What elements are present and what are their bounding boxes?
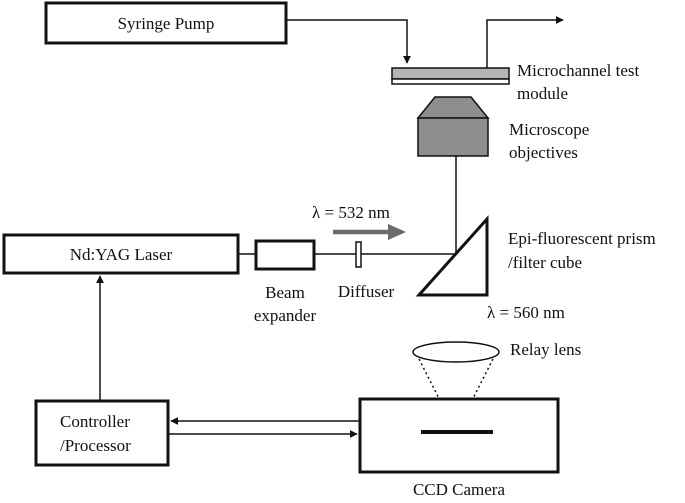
excitation-wavelength-label: λ = 532 nm (312, 203, 390, 222)
syringe-pump-label: Syringe Pump (118, 14, 215, 33)
microscope-label-line2: objectives (509, 143, 578, 162)
beam-expander-label-line2: expander (254, 306, 317, 325)
excitation-direction-arrow-head (388, 224, 406, 240)
microchannel-module: Microchannel test module (391, 61, 640, 103)
beam-expander: Beam expander (254, 239, 317, 325)
light-cone-left (418, 358, 457, 433)
laser-label: Nd:YAG Laser (70, 245, 173, 264)
emission-wavelength-label: λ = 560 nm (487, 303, 565, 322)
controller-label-line1: Controller (60, 412, 130, 431)
relay-lens: Relay lens (412, 340, 581, 363)
laser-block: Nd:YAG Laser (2, 233, 240, 275)
pump-to-module-flow-arrow (286, 19, 411, 64)
prism-filter-cube: Epi-fluorescent prism /filter cube (415, 215, 656, 297)
microchannel-label-line2: module (517, 84, 568, 103)
controller-label-line2: /Processor (60, 436, 131, 455)
controller-block: Controller /Processor (34, 399, 170, 467)
prism-label-line1: Epi-fluorescent prism (508, 229, 656, 248)
prism-label-line2: /filter cube (508, 253, 582, 272)
beam-expander-label-line1: Beam (265, 283, 305, 302)
diffuser: Diffuser (338, 241, 395, 301)
microscope-objective: Microscope objectives (416, 96, 589, 162)
ccd-camera: CCD Camera (358, 397, 560, 499)
diffuser-label: Diffuser (338, 282, 395, 301)
relay-lens-label: Relay lens (510, 340, 581, 359)
microscope-label-line1: Microscope (509, 120, 589, 139)
ccd-camera-label: CCD Camera (413, 480, 506, 499)
light-cone-right (455, 358, 494, 433)
module-outlet-flow-arrow (486, 16, 564, 68)
microchannel-label-line1: Microchannel test (517, 61, 640, 80)
syringe-pump-block: Syringe Pump (44, 1, 288, 45)
